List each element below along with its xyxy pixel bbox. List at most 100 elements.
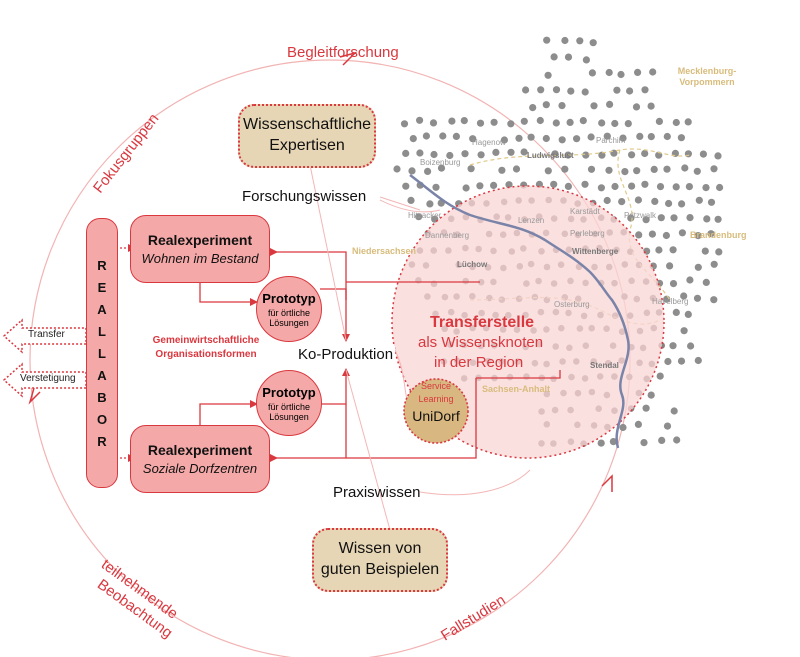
examples-box: Wissen von guten Beispielen [312,528,448,592]
map-dot [522,86,530,94]
town-dannenberg: Dannenberg [425,231,470,240]
reallabor-letter: B [97,389,107,405]
map-dot [642,216,650,224]
map-dot [684,118,692,126]
map-dot [710,260,718,268]
map-dot [581,180,589,188]
map-dot [621,168,629,176]
map-dot [590,102,598,110]
map-dot [714,215,722,223]
map-dot [670,214,678,222]
prototype-top-title: Prototyp [262,290,316,306]
practice-knowledge-label: Praxiswissen [333,484,421,501]
town-pritzwalk: Pritzwalk [624,211,657,220]
map-dot [633,167,641,175]
map-dot [498,166,506,174]
coproduction-label: Ko-Produktion [296,346,396,364]
map-dot [588,69,597,77]
map-dot [393,165,401,173]
map-dot [605,166,613,174]
map-dot [672,183,680,191]
map-dot [409,135,417,143]
map-dot [647,391,655,399]
map-dot [655,246,663,254]
prototype-bottom-title: Prototyp [262,384,316,400]
map-dot [515,134,523,142]
map-dot [648,230,657,238]
reallabor-letter: L [98,323,106,339]
map-dot [686,214,694,222]
map-dot [666,262,674,270]
transfer-hub-line-2: in der Region [434,354,524,371]
map-dot [694,263,702,271]
map-dot [558,102,566,110]
map-dot [605,68,613,77]
map-dot [426,200,434,208]
examples-line-2: guten Beispielen [320,561,440,578]
map-dot [537,86,545,94]
map-dot [650,165,658,173]
prototype-bottom-line-2: Lösungen [269,411,309,422]
map-dot [636,132,644,140]
cycle-label-begleitforschung: Begleitforschung [287,44,399,61]
map-dot [611,182,619,191]
map-dot [573,135,581,143]
map-dot [544,167,552,175]
map-dot [628,151,636,159]
map-dot [672,118,680,127]
map-dot [670,407,678,415]
map-dot [710,165,718,173]
town-karstaedt: Karstädt [570,207,600,216]
connectors [116,247,561,459]
map-dot [542,101,550,109]
town-boizenburg: Boizenburg [420,158,461,167]
map-dot [651,197,659,205]
map-dot [529,104,537,112]
map-dot [603,196,611,205]
map-dot [647,102,655,110]
map-dot [657,214,665,222]
experiment-wohnen: Realexperiment Wohnen im Bestand [130,215,270,283]
map-dot [701,247,709,255]
prototype-top-line-1: für örtliche [267,307,311,318]
map-dot [550,180,558,188]
map-dot [694,232,702,240]
map-dot [415,213,423,221]
map-dot [550,53,558,61]
expertise-line-1: Wissenschaftliche [242,116,372,134]
map-dot [677,134,686,142]
map-dot [702,184,710,192]
town-hitzacker: Hitzacker [408,211,442,220]
experiment-dorfzentren: Realexperiment Soziale Dorfzentren [130,425,270,493]
region-sachsen-anhalt: Sachsen-Anhalt [482,384,551,394]
map-dot [467,165,475,173]
map-dot [416,116,424,124]
map-dot [627,214,635,222]
map-dot [669,342,677,350]
town-parchim: Parchim [596,136,626,145]
org-forms-line-2: Organisationsformen [155,349,257,360]
map-dot [490,181,498,189]
map-dot [669,280,678,288]
map-dot [558,136,566,144]
map-dot [542,134,550,143]
map-dot [424,167,432,175]
map-dot [664,357,672,366]
map-dot [707,230,715,238]
map-dot [507,120,515,128]
map-dot [476,182,484,190]
map-dot [635,231,643,239]
map-dot [430,150,438,159]
experiment-wohnen-subtitle: Wohnen im Bestand [141,251,259,266]
map-dot [490,118,498,126]
map-dot [408,167,416,175]
reallabor-letter: R [97,433,107,449]
border-mv [469,148,691,166]
town-wittenberge: Wittenberge [572,247,619,256]
map-dot [460,117,468,125]
map-dot [641,86,649,94]
map-dot [452,132,460,140]
map-dot [699,150,708,158]
map-dot [469,135,477,143]
